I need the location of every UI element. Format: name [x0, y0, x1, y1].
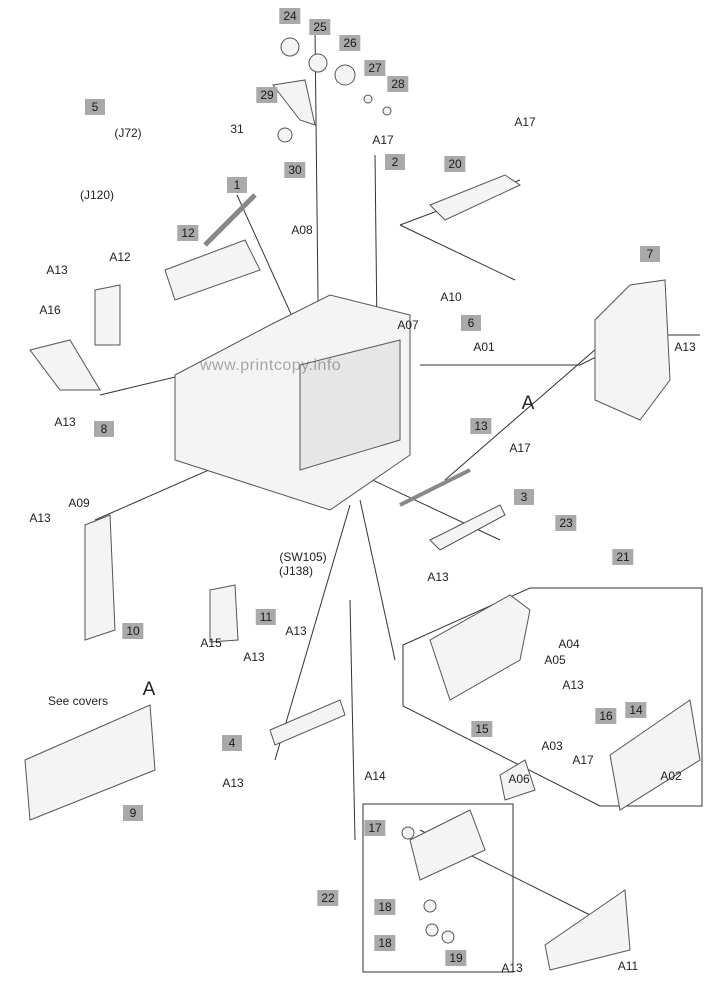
part-number-callout: 29 — [256, 87, 278, 103]
part-number-callout: 15 — [471, 721, 493, 737]
reference-callout: A13 — [46, 263, 68, 277]
part-number-callout: 22 — [317, 890, 339, 906]
group-22-outline — [362, 803, 514, 973]
part-number-callout: 4 — [222, 735, 242, 751]
group-21-outline — [402, 587, 703, 807]
part-number-callout: 27 — [364, 60, 386, 76]
part-number-callout: 6 — [461, 315, 481, 331]
reference-callout: A15 — [200, 636, 222, 650]
part-number-callout: 10 — [122, 623, 144, 639]
reference-callout: A12 — [109, 250, 131, 264]
part-number-callout: 23 — [555, 515, 577, 531]
reference-callout: A03 — [541, 739, 563, 753]
reference-callout: A17 — [509, 441, 531, 455]
reference-callout: A17 — [572, 753, 594, 767]
reference-callout: A13 — [674, 340, 696, 354]
part-number-callout: 2 — [385, 154, 405, 170]
reference-callout: A01 — [473, 340, 495, 354]
part-number-callout: 19 — [445, 950, 467, 966]
reference-callout: A16 — [39, 303, 61, 317]
reference-callout: A13 — [562, 678, 584, 692]
reference-callout: A13 — [427, 570, 449, 584]
reference-callout: A17 — [372, 133, 394, 147]
reference-callout: A13 — [222, 776, 244, 790]
reference-callout: A13 — [501, 961, 523, 975]
part-number-callout: 14 — [625, 702, 647, 718]
reference-callout: A02 — [660, 769, 682, 783]
reference-callout: A10 — [440, 290, 462, 304]
part-number-callout: 24 — [279, 8, 301, 24]
part-number-callout: 25 — [309, 19, 331, 35]
reference-callout: 31 — [230, 122, 244, 136]
part-number-callout: 18 — [374, 899, 396, 915]
reference-callout: (J138) — [278, 564, 314, 578]
part-number-callout: 3 — [514, 489, 534, 505]
part-number-callout: 1 — [227, 177, 247, 193]
reference-callout: A17 — [514, 115, 536, 129]
part-number-callout: 26 — [339, 35, 361, 51]
part-number-callout: 8 — [94, 421, 114, 437]
part-number-callout: 13 — [470, 418, 492, 434]
part-number-callout: 5 — [85, 99, 105, 115]
reference-callout: A13 — [29, 511, 51, 525]
reference-callout: A11 — [617, 959, 639, 973]
reference-callout: A08 — [291, 223, 313, 237]
part-number-callout: 21 — [612, 549, 634, 565]
reference-callout: A13 — [285, 624, 307, 638]
reference-callout: (SW105) — [279, 550, 327, 564]
part-number-callout: 28 — [387, 76, 409, 92]
reference-callout: A — [521, 393, 535, 414]
reference-callout: A13 — [54, 415, 76, 429]
reference-callout: (J72) — [114, 126, 142, 140]
reference-callout: (J120) — [79, 188, 115, 202]
part-number-callout: 18 — [374, 935, 396, 951]
reference-callout: A05 — [544, 653, 566, 667]
reference-callout: A13 — [243, 650, 265, 664]
part-number-callout: 17 — [364, 820, 386, 836]
reference-callout: A06 — [508, 772, 530, 786]
main-frame — [174, 294, 411, 511]
part-number-callout: 11 — [255, 609, 277, 625]
reference-callout: A14 — [364, 769, 386, 783]
part-number-callout: 20 — [444, 156, 466, 172]
part-number-callout: 16 — [595, 708, 617, 724]
part-number-callout: 7 — [640, 246, 660, 262]
reference-callout: See covers — [47, 694, 109, 708]
reference-callout: A — [142, 679, 156, 700]
part-number-callout: 9 — [123, 805, 143, 821]
reference-callout: A09 — [68, 496, 90, 510]
reference-callout: A04 — [558, 637, 580, 651]
reference-callout: A07 — [397, 318, 419, 332]
part-number-callout: 12 — [177, 225, 199, 241]
part-number-callout: 30 — [284, 162, 306, 178]
watermark: www.printcopy.info — [200, 357, 342, 374]
